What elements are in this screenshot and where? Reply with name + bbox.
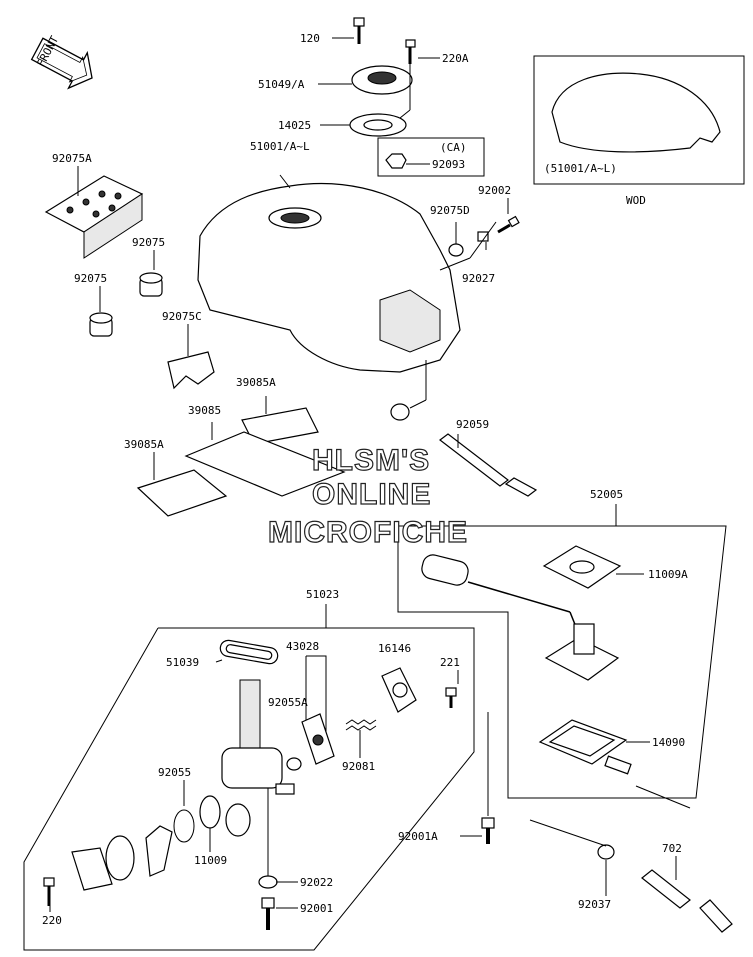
label-51001: 51001/A~L xyxy=(250,140,310,153)
bolt-92001a xyxy=(481,817,495,844)
label-92001: 92001 xyxy=(300,902,333,915)
cover-16146 xyxy=(381,667,417,713)
oring-92055a xyxy=(286,757,302,771)
label-43028: 43028 xyxy=(286,640,319,653)
clamp-92037 xyxy=(597,844,615,860)
label-51001-inset: (51001/A~L) xyxy=(544,162,617,175)
label-14025: 14025 xyxy=(278,119,311,132)
label-92075d: 92075D xyxy=(430,204,470,217)
diaphragm-43028 xyxy=(301,713,335,765)
label-92075-2: 92075 xyxy=(74,272,107,285)
lever-parts xyxy=(71,825,173,891)
tank-cover-inset xyxy=(551,72,721,153)
gasket-14090 xyxy=(538,719,632,775)
label-92002: 92002 xyxy=(478,184,511,197)
screw-220 xyxy=(43,877,55,906)
grommet-92059 xyxy=(390,403,410,421)
label-ca: (CA) xyxy=(440,141,467,154)
fuel-cock-51023 xyxy=(221,679,295,837)
watermark-line-3: MICROFICHE xyxy=(268,516,468,549)
label-220: 220 xyxy=(42,914,62,927)
damper-92075c xyxy=(167,351,215,390)
label-92081: 92081 xyxy=(342,760,375,773)
hose-92059 xyxy=(439,433,538,497)
label-wod: WOD xyxy=(626,194,646,207)
oring-92055 xyxy=(173,809,195,843)
watermark-line-1: HLSM'S xyxy=(312,444,430,477)
bracket-92075a xyxy=(44,175,144,259)
label-52005: 52005 xyxy=(590,488,623,501)
label-51023: 51023 xyxy=(306,588,339,601)
leader-lines xyxy=(49,37,677,912)
label-92022: 92022 xyxy=(300,876,333,889)
label-92055a: 92055A xyxy=(268,696,308,709)
hose-702 xyxy=(641,869,733,933)
label-92075a: 92075A xyxy=(52,152,92,165)
pad-39085 xyxy=(184,431,346,497)
label-92093: 92093 xyxy=(432,158,465,171)
label-92001a: 92001A xyxy=(398,830,438,843)
label-11009: 11009 xyxy=(194,854,227,867)
washer-92022 xyxy=(258,875,278,889)
label-92055: 92055 xyxy=(158,766,191,779)
label-11009a: 11009A xyxy=(648,568,688,581)
label-120: 120 xyxy=(300,32,320,45)
label-39085: 39085 xyxy=(188,404,221,417)
front-arrow-icon: FRONT xyxy=(30,34,93,90)
label-39085a-1: 39085A xyxy=(236,376,276,389)
collar-92027 xyxy=(477,231,489,242)
ca-box xyxy=(377,137,485,177)
label-51039: 51039 xyxy=(166,656,199,669)
label-51049a: 51049/A xyxy=(258,78,305,91)
label-92059: 92059 xyxy=(456,418,489,431)
label-14090: 14090 xyxy=(652,736,685,749)
label-16146: 16146 xyxy=(378,642,411,655)
label-92037: 92037 xyxy=(578,898,611,911)
label-92075-1: 92075 xyxy=(132,236,165,249)
bolt-92001 xyxy=(261,897,275,930)
damper-92075-2 xyxy=(89,312,113,337)
collar-92075d xyxy=(448,243,464,257)
nut-92093 xyxy=(385,153,407,169)
bolt-220a xyxy=(405,39,416,64)
label-702: 702 xyxy=(662,842,682,855)
damper-92075-1 xyxy=(139,272,163,297)
label-92075c: 92075C xyxy=(162,310,202,323)
bolt-120 xyxy=(353,17,365,44)
label-92027: 92027 xyxy=(462,272,495,285)
gasket-11009 xyxy=(199,795,221,829)
gasket-11009a xyxy=(542,545,622,589)
fuel-cock-box xyxy=(23,627,475,951)
label-221: 221 xyxy=(440,656,460,669)
gasket-51039 xyxy=(219,639,279,665)
spring-92081 xyxy=(345,719,377,731)
watermark-line-2: ONLINE xyxy=(312,478,431,511)
label-220a: 220A xyxy=(442,52,469,65)
sender-box xyxy=(397,504,727,799)
sender-unit xyxy=(544,623,620,681)
pad-39085a-2 xyxy=(136,469,228,517)
label-39085a-2: 39085A xyxy=(124,438,164,451)
gasket-14025 xyxy=(349,113,407,137)
wod-box xyxy=(533,55,745,185)
cap-51049 xyxy=(351,65,413,95)
bolt-92002 xyxy=(497,215,520,234)
screw-221 xyxy=(445,687,457,708)
